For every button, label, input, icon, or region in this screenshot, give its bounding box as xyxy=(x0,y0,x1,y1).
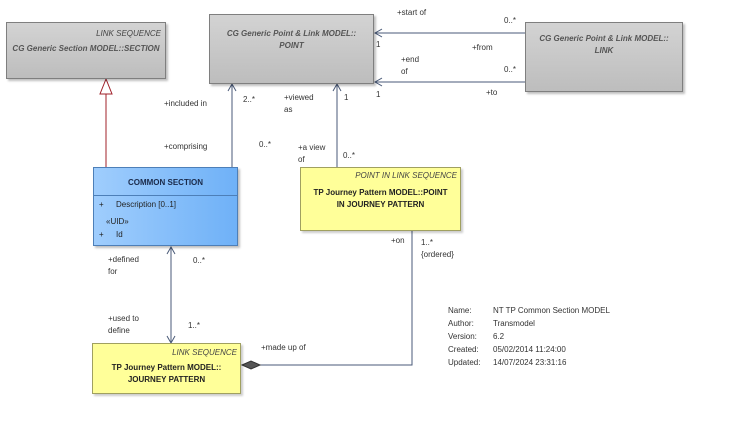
ordered-constraint: {ordered} xyxy=(421,250,454,259)
on-mult: 1..* xyxy=(421,238,434,247)
to-mult-point: 1 xyxy=(376,90,381,99)
meta-updated-key: Updated: xyxy=(448,358,481,367)
used-to-define-role: +used to xyxy=(108,314,139,323)
point-box[interactable]: CG Generic Point & Link MODEL:: POINT xyxy=(209,14,374,84)
a-view-of-role: +a view xyxy=(298,143,326,152)
meta-name-key: Name: xyxy=(448,306,472,315)
point-in-journey-pattern-box[interactable]: POINT IN LINK SEQUENCE TP Journey Patter… xyxy=(300,167,461,231)
common-section-name: COMMON SECTION xyxy=(127,178,204,187)
viewed-as-mult: 1 xyxy=(344,93,349,102)
jp-name-line2: JOURNEY PATTERN xyxy=(127,375,206,384)
a-view-of-role-2: of xyxy=(298,155,305,164)
start-of-role: +start of xyxy=(397,8,427,17)
point-name-line2: POINT xyxy=(279,41,304,50)
end-of-role-2: of xyxy=(401,67,408,76)
section-box[interactable]: LINK SEQUENCE CG Generic Section MODEL::… xyxy=(6,22,166,79)
meta-version-key: Version: xyxy=(448,332,477,341)
uid-stereotype: «UID» xyxy=(106,217,129,226)
viewed-as-role: +viewed xyxy=(284,93,314,102)
viewed-as-role-2: as xyxy=(284,105,293,114)
included-in-mult: 2..* xyxy=(243,95,256,104)
common-section-divider xyxy=(94,195,237,196)
comprising-mult: 0..* xyxy=(259,140,272,149)
start-of-mult-link: 0..* xyxy=(504,16,517,25)
id-visibility: + xyxy=(99,230,104,239)
end-of-role: +end xyxy=(401,55,420,64)
a-view-of-mult: 0..* xyxy=(343,151,356,160)
pijp-stereotype: POINT IN LINK SEQUENCE xyxy=(355,171,457,180)
meta-created-value: 05/02/2014 11:24:00 xyxy=(493,345,566,354)
included-in-role: +included in xyxy=(164,99,207,108)
journey-pattern-box[interactable]: LINK SEQUENCE TP Journey Pattern MODEL::… xyxy=(92,343,241,394)
included-in-arrowhead xyxy=(227,82,237,92)
link-box[interactable]: CG Generic Point & Link MODEL:: LINK xyxy=(525,22,683,92)
composition-diamond xyxy=(240,360,262,370)
comprising-role: +comprising xyxy=(164,142,208,151)
meta-name-value: NT TP Common Section MODEL xyxy=(493,306,610,315)
section-name: CG Generic Section MODEL::SECTION xyxy=(12,44,160,53)
made-up-of-role: +made up of xyxy=(261,343,306,352)
meta-author-value: Transmodel xyxy=(493,319,535,328)
used-to-define-mult: 1..* xyxy=(188,321,201,330)
point-name-line1: CG Generic Point & Link MODEL:: xyxy=(226,29,357,38)
generalization-arrowhead xyxy=(99,77,113,95)
end-of-mult-link: 0..* xyxy=(504,65,517,74)
defined-for-role: +defined xyxy=(108,255,139,264)
link-name-line2: LINK xyxy=(594,46,614,55)
end-of-arrowhead xyxy=(373,77,383,87)
common-section-box[interactable]: COMMON SECTION + Description [0..1] «UID… xyxy=(93,167,238,246)
pijp-name-line2: IN JOURNEY PATTERN xyxy=(336,200,425,209)
pijp-name-line1: TP Journey Pattern MODEL::POINT xyxy=(313,188,448,197)
meta-updated-value: 14/07/2024 23:31:16 xyxy=(493,358,567,367)
id-attribute: Id xyxy=(116,230,123,239)
start-of-arrowhead xyxy=(373,28,383,38)
meta-author-key: Author: xyxy=(448,319,474,328)
viewed-as-arrowhead xyxy=(332,82,342,92)
to-role: +to xyxy=(486,88,498,97)
link-name-line1: CG Generic Point & Link MODEL:: xyxy=(539,34,669,43)
used-to-define-role-2: define xyxy=(108,326,130,335)
from-mult-point: 1 xyxy=(376,40,381,49)
jp-stereotype: LINK SEQUENCE xyxy=(172,348,237,357)
meta-created-key: Created: xyxy=(448,345,479,354)
defined-for-mult: 0..* xyxy=(193,256,206,265)
made-up-of-association xyxy=(260,231,413,366)
from-role: +from xyxy=(472,43,493,52)
defined-for-arrowhead-top xyxy=(166,245,176,255)
section-stereotype: LINK SEQUENCE xyxy=(96,29,161,38)
description-visibility: + xyxy=(99,200,104,209)
defined-for-role-2: for xyxy=(108,267,118,276)
jp-name-line1: TP Journey Pattern MODEL:: xyxy=(111,363,222,372)
on-role: +on xyxy=(391,236,405,245)
description-attribute: Description [0..1] xyxy=(116,200,177,209)
meta-version-value: 6.2 xyxy=(493,332,505,341)
